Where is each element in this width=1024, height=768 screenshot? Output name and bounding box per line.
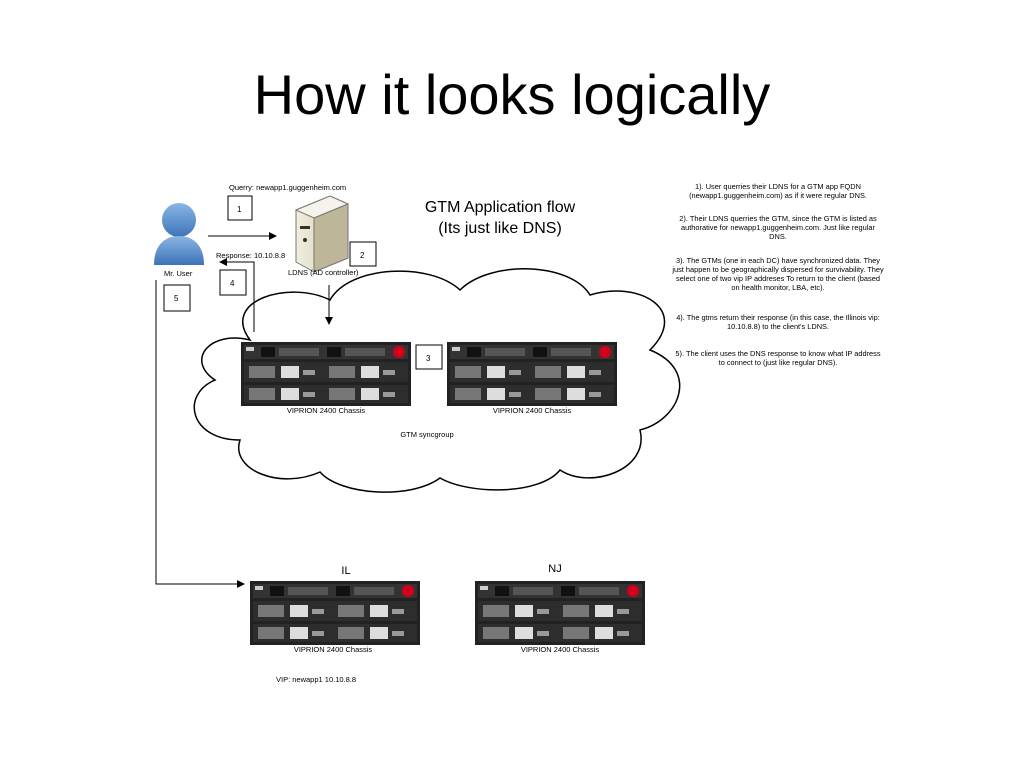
- gtm-chassis-2: [447, 342, 617, 406]
- vip-label: VIP: newapp1 10.10.8.8: [276, 675, 356, 684]
- step-box-2: [349, 241, 377, 267]
- step-box-5: [163, 284, 191, 312]
- user-icon: [154, 203, 204, 265]
- step-box-5-label: 5: [174, 294, 179, 303]
- step-box-1: [227, 195, 253, 221]
- dc-nj-label: NJ: [548, 563, 561, 575]
- user-label: Mr. User: [164, 269, 193, 278]
- gtm-chassis-2-label: VIPRION 2400 Chassis: [493, 406, 572, 415]
- step-box-3-label: 3: [426, 354, 431, 363]
- step-box-4-label: 4: [230, 279, 235, 288]
- nj-chassis-label: VIPRION 2400 Chassis: [521, 645, 600, 654]
- step-4-text: 4). The gtms return their response (in t…: [676, 313, 880, 331]
- connect-arrow: [155, 280, 245, 588]
- gtm-chassis-1: [241, 342, 411, 406]
- flow-title-line1: GTM Application flow: [425, 199, 576, 216]
- response-label: Response: 10.10.8.8: [216, 251, 285, 260]
- il-chassis-label: VIPRION 2400 Chassis: [294, 645, 373, 654]
- step-1-text: 1). User querries their LDNS for a GTM a…: [689, 182, 867, 200]
- ldns-label: LDNS (AD controller): [288, 268, 359, 277]
- step-box-4: [219, 269, 247, 296]
- syncgroup-label: GTM syncgroup: [400, 430, 453, 439]
- step-3-text: 3). The GTMs (one in each DC) have synch…: [672, 256, 884, 292]
- step-5-text: 5). The client uses the DNS response to …: [675, 349, 881, 367]
- dc-il-label: IL: [341, 565, 350, 577]
- gtm-chassis-1-label: VIPRION 2400 Chassis: [287, 406, 366, 415]
- server-icon: [294, 195, 350, 273]
- slide-title: How it looks logically: [253, 63, 771, 126]
- il-chassis: [250, 581, 420, 645]
- response-arrow: [219, 258, 255, 332]
- query-label: Querry: newapp1.guggenheim.com: [229, 183, 346, 192]
- nj-chassis: [475, 581, 645, 645]
- step-box-3: [415, 344, 443, 370]
- step-box-1-label: 1: [237, 205, 242, 214]
- step-box-2-label: 2: [360, 251, 365, 260]
- flow-title-line2: (Its just like DNS): [438, 220, 562, 237]
- gtm-syncgroup-cloud: [193, 268, 681, 493]
- step-2-text: 2). Their LDNS querries the GTM, since t…: [679, 214, 877, 241]
